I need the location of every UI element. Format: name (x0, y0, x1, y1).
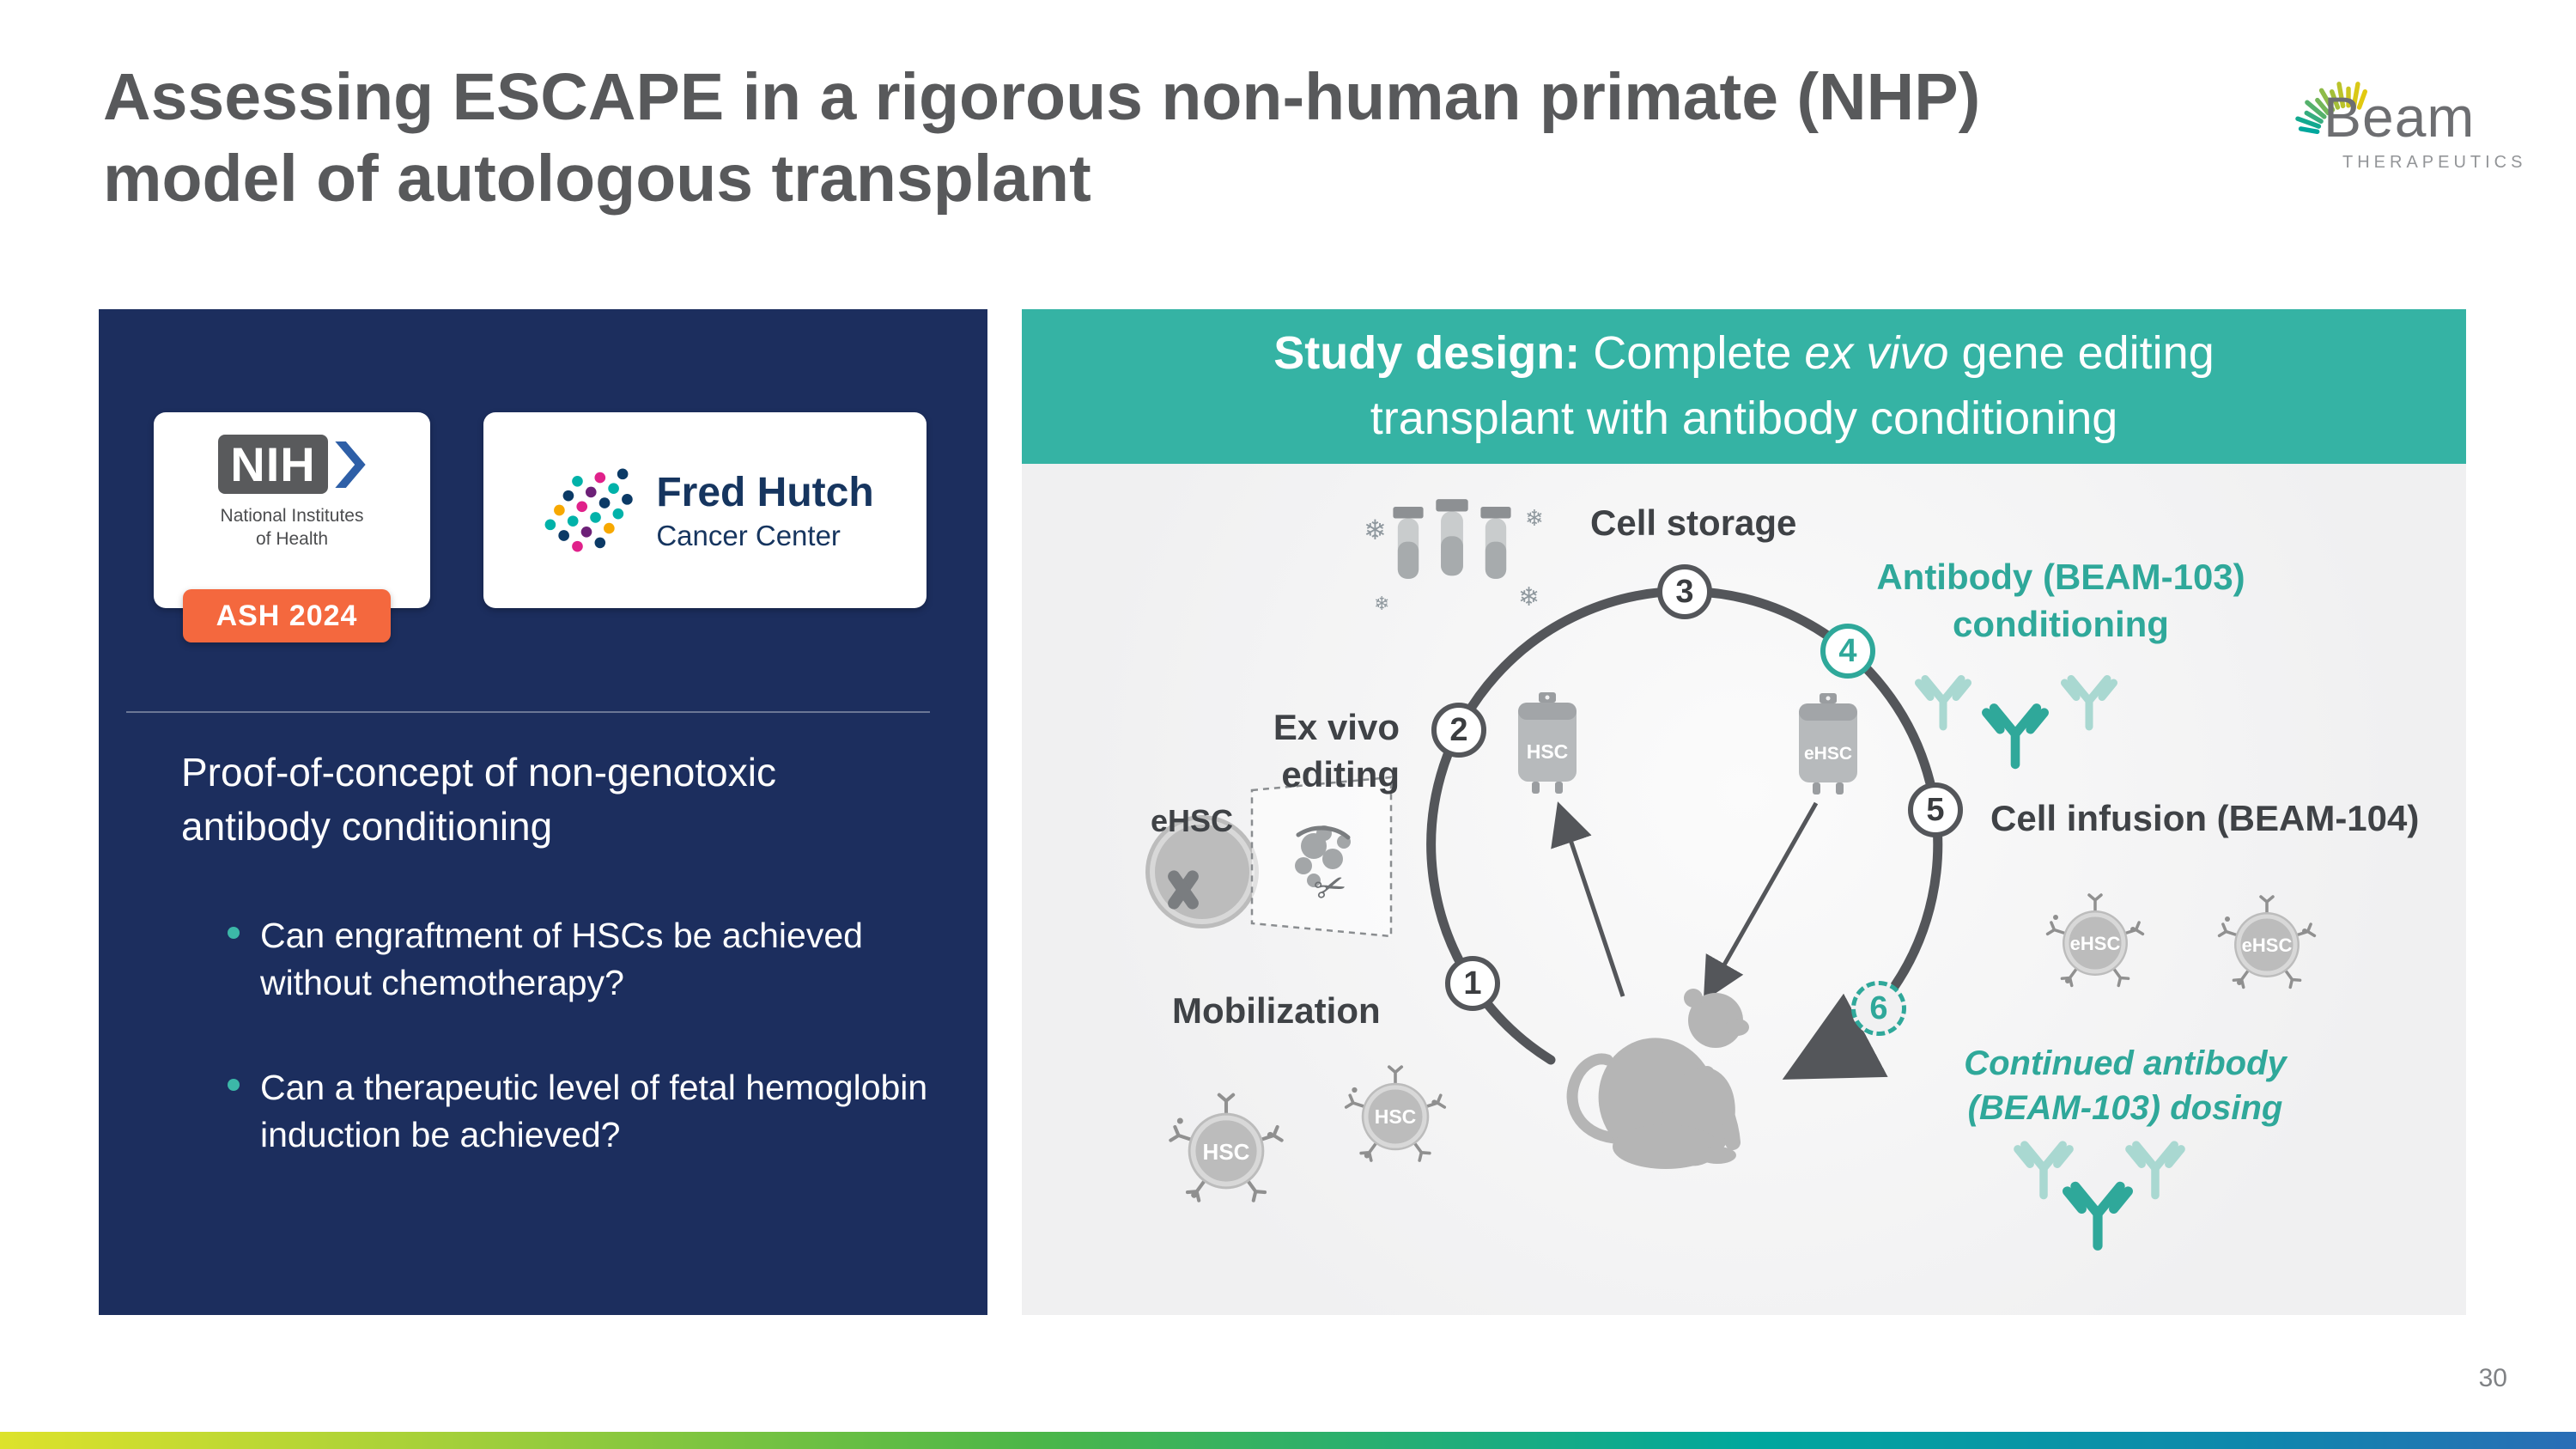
hsc-bag-icon: HSC (1518, 692, 1577, 794)
snowflake-icon: ❄ (1525, 505, 1544, 531)
snowflake-icon: ❄ (1518, 583, 1540, 612)
nih-logo-text: NIH (218, 435, 328, 494)
nih-caption: National Institutes of Health (221, 504, 364, 551)
svg-text:eHSC: eHSC (2242, 935, 2293, 956)
step-6-label-line1: Continued antibody (1964, 1044, 2287, 1082)
study-design-panel: Study design: Complete ex vivo gene edit… (1022, 309, 2466, 1315)
bullet-item: Can a therapeutic level of fetal hemoglo… (228, 1064, 932, 1160)
antibody-conditioning-icons (1919, 679, 2114, 764)
snowflake-icon: ❄ (1374, 593, 1389, 614)
study-header-line2: transplant with antibody conditioning (1370, 393, 2118, 444)
snowflake-icon: ❄ (1364, 514, 1387, 545)
monkey-icon (1566, 989, 1749, 1169)
step-5-circle: 5 (1908, 782, 1963, 837)
step-4-number: 4 (1838, 632, 1857, 669)
nih-caption-line1: National Institutes (220, 506, 364, 526)
step-5-number: 5 (1926, 791, 1945, 828)
left-panel-divider (126, 711, 930, 713)
page-title: Assessing ESCAPE in a rigorous non-human… (103, 57, 2190, 221)
step-1-number: 1 (1463, 965, 1482, 1002)
step-2-number: 2 (1449, 711, 1468, 748)
page-number: 30 (2478, 1364, 2507, 1392)
infused-ehsc-cells: eHSC eHSC (2048, 895, 2315, 987)
beam-burst-icon (2295, 82, 2367, 134)
study-header-line1: Study design: Complete ex vivo gene edit… (1273, 321, 2214, 387)
ex-vivo-editing-icon: ✂ (1145, 776, 1393, 938)
arrow-bag-to-monkey (1703, 801, 1819, 1002)
arrow-monkey-to-bag (1551, 801, 1625, 997)
study-header-rest-b: gene editing (1948, 327, 2215, 380)
svg-text:HSC: HSC (1203, 1139, 1250, 1165)
study-design-header: Study design: Complete ex vivo gene edit… (1022, 309, 2466, 464)
bullet-text: Can engraftment of HSCs be achieved with… (260, 916, 863, 1003)
mobilized-hsc-cells: HSC HSC (1170, 1067, 1444, 1201)
beam-descriptor: THERAPEUTICS (2342, 153, 2527, 172)
fred-hutch-card: Fred Hutch Cancer Center (483, 412, 927, 608)
study-header-italic: ex vivo (1804, 327, 1949, 380)
bullet-icon (228, 1078, 240, 1091)
left-panel-bullets: Can engraftment of HSCs be achieved with… (228, 912, 932, 1159)
left-panel: NIH National Institutes of Health ASH 20… (99, 309, 987, 1315)
nih-caption-line2: of Health (255, 529, 329, 550)
svg-text:eHSC: eHSC (2070, 933, 2121, 954)
step-1-label: Mobilization (1172, 990, 1381, 1031)
step-5-label: Cell infusion (BEAM-104) (1990, 798, 2420, 838)
bullet-item: Can engraftment of HSCs be achieved with… (228, 912, 932, 1008)
beam-logo: Beam THERAPEUTICS (2270, 57, 2528, 203)
bullet-icon (228, 927, 240, 939)
left-panel-heading: Proof-of-concept of non-genotoxic antibo… (181, 750, 776, 849)
study-cycle-diagram: HSC eHSC (1145, 499, 2466, 1315)
fred-hutch-name: Fred Hutch (656, 469, 874, 515)
fred-hutch-dots-icon (544, 468, 634, 552)
page-title-line2: model of autologous transplant (103, 142, 1091, 216)
ehsc-bag-icon: eHSC (1799, 693, 1857, 795)
step-6-circle: 6 (1851, 981, 1906, 1036)
step-4-label: Antibody (BEAM-103) conditioning (1876, 554, 2245, 648)
step-4-label-line1: Antibody (BEAM-103) (1876, 557, 2245, 597)
step-2-label-rest: editing (1281, 753, 1400, 795)
step-2-label-italic: Ex vivo (1273, 707, 1400, 747)
bullet-text: Can a therapeutic level of fetal hemoglo… (260, 1067, 928, 1155)
step-2-label: Ex vivo editing (1159, 704, 1400, 798)
study-header-lead: Study design: (1273, 327, 1581, 380)
step-2-circle: 2 (1431, 703, 1486, 758)
step-6-label: Continued antibody (BEAM-103) dosing (1941, 1041, 2310, 1130)
step-6-number: 6 (1869, 989, 1888, 1026)
fred-hutch-sub: Cancer Center (656, 519, 841, 551)
cryovials-icon: ❄ ❄ ❄ ❄ (1364, 499, 1544, 614)
ash-2024-badge: ASH 2024 (183, 589, 391, 642)
svg-text:HSC: HSC (1527, 740, 1569, 763)
bottom-gradient-bar (0, 1432, 2576, 1449)
step-1-circle: 1 (1445, 956, 1500, 1011)
nih-logo: NIH (218, 435, 366, 494)
beam-wordmark: Beam (2324, 85, 2476, 149)
step-3-label: Cell storage (1590, 502, 1797, 543)
step-6-label-line2: (BEAM-103) dosing (1967, 1089, 2283, 1127)
nih-card: NIH National Institutes of Health (154, 412, 430, 608)
svg-text:eHSC: eHSC (1804, 744, 1852, 764)
study-header-rest-a: Complete (1580, 327, 1805, 380)
nih-arrow-icon (335, 441, 366, 488)
step-3-number: 3 (1675, 573, 1694, 610)
editing-cell-label: eHSC (1151, 803, 1234, 838)
step-3-circle: 3 (1657, 564, 1712, 619)
antibody-dosing-icons (2018, 1145, 2181, 1245)
step-4-label-line2: conditioning (1953, 603, 2169, 644)
svg-text:HSC: HSC (1375, 1105, 1417, 1128)
step-4-circle: 4 (1820, 624, 1875, 679)
page-title-line1: Assessing ESCAPE in a rigorous non-human… (103, 60, 1981, 134)
fred-hutch-text: Fred Hutch Cancer Center (656, 469, 873, 552)
